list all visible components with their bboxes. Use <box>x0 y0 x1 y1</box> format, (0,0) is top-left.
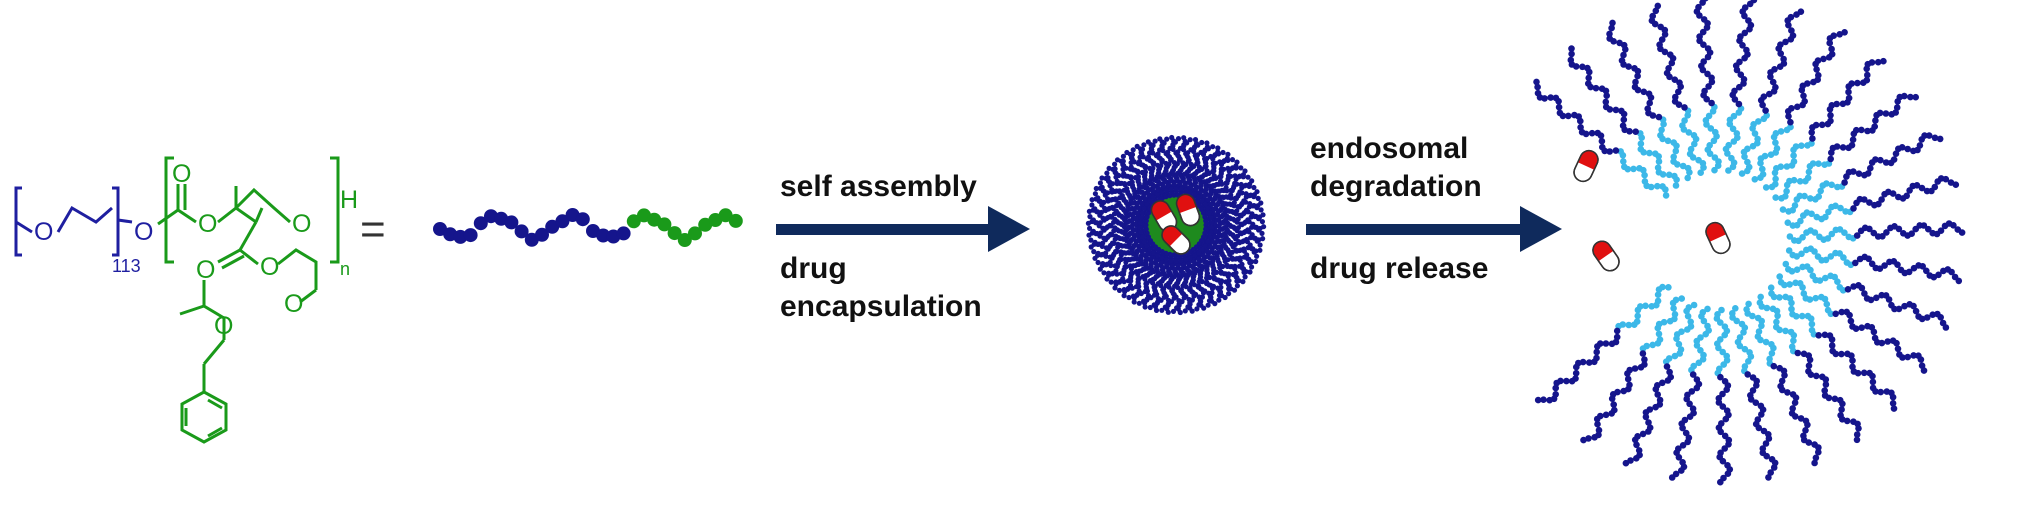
drug-capsule-icon <box>1175 193 1201 227</box>
chain-bead <box>667 226 682 241</box>
drug-capsule-icon <box>1150 200 1178 232</box>
side-oxygen-benzyl: O <box>214 312 233 340</box>
chain-bead <box>535 227 549 242</box>
chain-bead <box>555 214 570 229</box>
peg-repeat-count: 113 <box>112 256 141 276</box>
chain-bead <box>463 228 478 243</box>
side-oxygen-ether: O <box>284 290 303 318</box>
side-oxygen-ester: O <box>260 253 279 281</box>
terminal-hydrogen: H <box>340 186 358 214</box>
ester-oxygen-link: O <box>198 210 217 238</box>
label-degradation: degradation <box>1310 170 1482 203</box>
label-endosomal: endosomal <box>1310 132 1469 165</box>
arrow-right-icon <box>776 206 1030 252</box>
chain-bead <box>596 228 611 243</box>
equals-sign: = <box>360 205 386 254</box>
peg-block <box>14 186 133 257</box>
label-self-assembly: self assembly <box>780 170 977 203</box>
ester-repeat-n: n <box>340 259 350 279</box>
polymer-chain-icon <box>433 208 743 247</box>
micelle-core <box>1150 193 1201 255</box>
micelle-corona <box>1085 134 1267 316</box>
released-drugs <box>1573 149 1731 272</box>
drug-capsule-icon <box>1592 240 1620 272</box>
drug-capsule-icon <box>1573 149 1599 183</box>
chain-bead <box>728 213 743 228</box>
label-drug: drug <box>780 252 847 285</box>
chain-bead <box>626 214 641 229</box>
ester-oxygen-carbonyl: O <box>172 160 191 188</box>
released-polymer-chains <box>1533 0 1966 486</box>
label-drug-release: drug release <box>1310 252 1489 285</box>
chemical-structure: O 113 O <box>14 156 358 444</box>
chain-bead <box>504 215 519 230</box>
side-oxygen-carbonyl: O <box>196 256 215 284</box>
label-encapsulation: encapsulation <box>780 290 982 323</box>
polyester-block <box>157 156 340 444</box>
chain-bead <box>473 216 488 231</box>
chain-bead <box>718 208 733 223</box>
chain-bead <box>616 226 631 241</box>
drug-capsule-icon <box>1161 225 1191 255</box>
drug-capsule-icon <box>1705 221 1731 255</box>
ester-oxygen-end: O <box>292 210 311 238</box>
chain-bead <box>688 226 702 241</box>
peg-oxygen-2: O <box>134 218 153 246</box>
chain-bead <box>514 224 529 239</box>
arrow-right-icon <box>1306 206 1562 252</box>
chain-bead <box>677 233 692 247</box>
peg-oxygen-1: O <box>34 218 53 246</box>
chain-bead <box>657 217 672 232</box>
chain-bead <box>575 212 590 227</box>
